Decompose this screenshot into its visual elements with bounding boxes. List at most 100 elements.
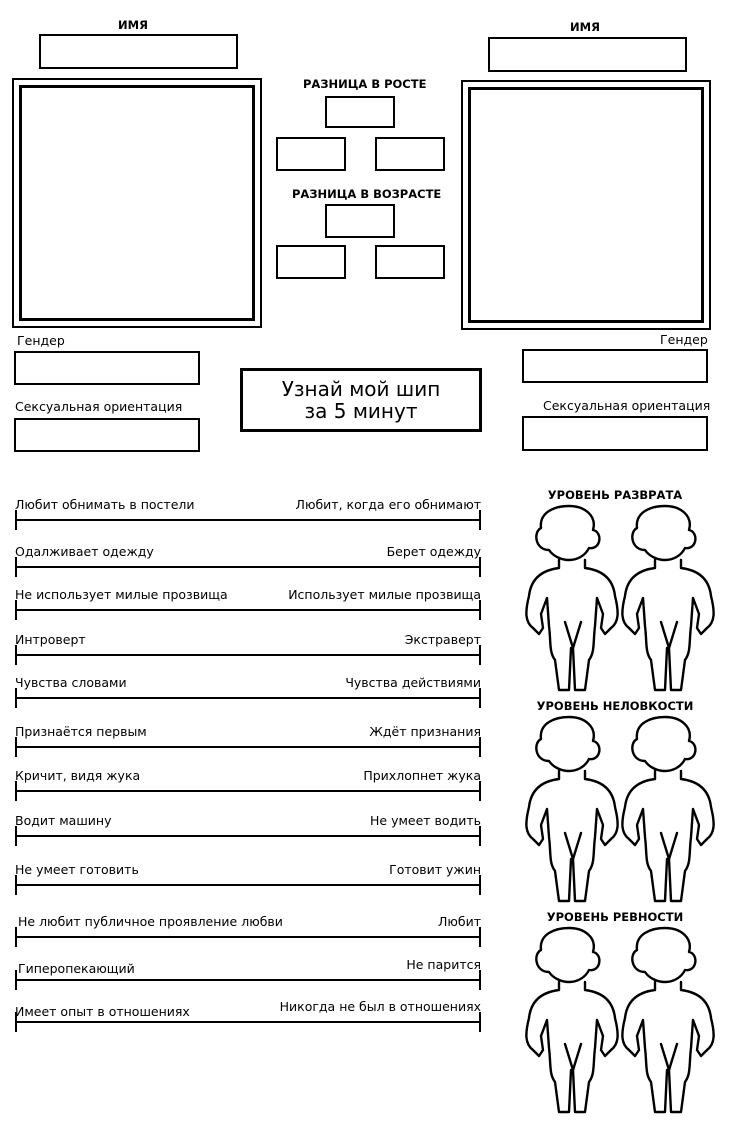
scale-row[interactable]: Одалживает одежду Берет одежду xyxy=(15,544,481,588)
scale-row[interactable]: Любит обнимать в постели Любит, когда ег… xyxy=(15,497,481,541)
figure-pair-icon xyxy=(525,504,715,692)
scale-right-label: Любит xyxy=(437,914,481,929)
scale-line[interactable] xyxy=(15,519,481,521)
right-photo-frame[interactable] xyxy=(461,80,711,330)
scale-left-label: Не умеет готовить xyxy=(15,862,139,877)
scale-row[interactable]: Чувства словами Чувства действиями xyxy=(15,675,481,719)
scale-left-label: Не любит публичное проявление любви xyxy=(18,914,283,929)
scale-left-label: Признаётся первым xyxy=(15,724,147,739)
level-block: УРОВЕНЬ НЕЛОВКОСТИ xyxy=(515,699,715,909)
scale-left-label: Имеет опыт в отношениях xyxy=(15,1004,190,1019)
scale-right-label: Чувства действиями xyxy=(345,675,481,690)
scale-left-label: Гиперопекающий xyxy=(18,961,135,976)
scale-right-label: Ждёт признания xyxy=(369,724,481,739)
age-diff-label: РАЗНИЦА В ВОЗРАСТЕ xyxy=(292,187,442,201)
scale-left-label: Кричит, видя жука xyxy=(15,768,141,783)
scale-row[interactable]: Водит машину Не умеет водить xyxy=(15,813,481,857)
right-gender-field[interactable] xyxy=(522,349,708,383)
scale-right-label: Не умеет водить xyxy=(370,813,481,828)
scale-right-tick xyxy=(479,737,481,757)
scale-right-tick xyxy=(479,927,481,947)
age-left-field[interactable] xyxy=(276,245,346,279)
figure-right-outline xyxy=(621,504,715,692)
height-right-field[interactable] xyxy=(375,137,445,171)
scale-left-label: Одалживает одежду xyxy=(15,544,154,559)
level-title: УРОВЕНЬ РАЗВРАТА xyxy=(547,488,683,502)
scale-line[interactable] xyxy=(15,1021,481,1023)
left-orientation-field[interactable] xyxy=(14,418,200,452)
scale-right-label: Готовит ужин xyxy=(389,862,481,877)
scale-right-tick xyxy=(479,600,481,620)
left-photo-inner-frame xyxy=(19,85,255,321)
scale-line[interactable] xyxy=(15,884,481,886)
scale-row[interactable]: Имеет опыт в отношениях Никогда не был в… xyxy=(15,999,481,1043)
figure-pair-icon xyxy=(525,926,715,1114)
scale-right-tick xyxy=(479,557,481,577)
scale-line[interactable] xyxy=(15,746,481,748)
scale-right-tick xyxy=(479,1012,481,1032)
left-name-field[interactable] xyxy=(39,34,238,69)
figure-left-outline xyxy=(525,926,619,1114)
scale-left-label: Не использует милые прозвища xyxy=(15,587,228,602)
scale-right-tick xyxy=(479,510,481,530)
scale-row[interactable]: Гиперопекающий Не парится xyxy=(15,957,481,1001)
scale-line[interactable] xyxy=(15,609,481,611)
scale-row[interactable]: Не любит публичное проявление любви Люби… xyxy=(15,914,481,958)
scale-right-label: Любит, когда его обнимают xyxy=(295,497,481,512)
left-gender-label: Гендер xyxy=(17,333,65,348)
left-gender-field[interactable] xyxy=(14,351,200,385)
page-title: Узнай мой шип за 5 минут xyxy=(240,368,482,432)
age-diff-field[interactable] xyxy=(325,204,395,238)
figure-left-outline xyxy=(525,715,619,903)
scale-line[interactable] xyxy=(15,835,481,837)
age-right-field[interactable] xyxy=(375,245,445,279)
scale-row[interactable]: Не умеет готовить Готовит ужин xyxy=(15,862,481,906)
figure-right-outline xyxy=(621,715,715,903)
right-orientation-field[interactable] xyxy=(522,416,708,451)
scale-right-tick xyxy=(479,970,481,990)
scale-right-tick xyxy=(479,875,481,895)
scale-line[interactable] xyxy=(15,654,481,656)
scale-right-label: Не парится xyxy=(406,957,481,972)
scale-right-label: Берет одежду xyxy=(386,544,481,559)
scale-right-label: Никогда не был в отношениях xyxy=(279,999,481,1014)
figure-pair-icon xyxy=(525,715,715,903)
scale-right-label: Прихлопнет жука xyxy=(363,768,481,783)
scale-row[interactable]: Интроверт Экстраверт xyxy=(15,632,481,676)
scale-left-label: Чувства словами xyxy=(15,675,127,690)
scale-line[interactable] xyxy=(15,697,481,699)
right-name-field[interactable] xyxy=(488,37,687,72)
scale-line[interactable] xyxy=(15,936,481,938)
scale-right-tick xyxy=(479,826,481,846)
scale-left-label: Любит обнимать в постели xyxy=(15,497,195,512)
level-title: УРОВЕНЬ НЕЛОВКОСТИ xyxy=(536,699,694,713)
height-diff-field[interactable] xyxy=(325,96,395,128)
scale-row[interactable]: Кричит, видя жука Прихлопнет жука xyxy=(15,768,481,812)
left-name-label: ИМЯ xyxy=(118,18,148,32)
left-orientation-label: Сексуальная ориентация xyxy=(15,399,183,414)
scale-left-label: Водит машину xyxy=(15,813,112,828)
right-name-label: ИМЯ xyxy=(570,20,600,34)
level-block: УРОВЕНЬ РАЗВРАТА xyxy=(515,488,715,698)
scale-right-tick xyxy=(479,781,481,801)
scale-row[interactable]: Не использует милые прозвища Использует … xyxy=(15,587,481,631)
height-left-field[interactable] xyxy=(276,137,346,171)
scale-row[interactable]: Признаётся первым Ждёт признания xyxy=(15,724,481,768)
right-gender-label: Гендер xyxy=(660,332,708,347)
scale-line[interactable] xyxy=(15,979,481,981)
scale-right-label: Использует милые прозвища xyxy=(288,587,481,602)
height-diff-label: РАЗНИЦА В РОСТЕ xyxy=(303,77,427,91)
level-block: УРОВЕНЬ РЕВНОСТИ xyxy=(515,910,715,1120)
title-line-2: за 5 минут xyxy=(304,399,418,423)
scale-left-label: Интроверт xyxy=(15,632,86,647)
scale-line[interactable] xyxy=(15,790,481,792)
right-photo-inner-frame xyxy=(468,87,704,323)
scale-right-label: Экстраверт xyxy=(404,632,481,647)
scale-right-tick xyxy=(479,645,481,665)
scale-line[interactable] xyxy=(15,566,481,568)
figure-left-outline xyxy=(525,504,619,692)
left-photo-frame[interactable] xyxy=(12,78,262,328)
title-line-1: Узнай мой шип xyxy=(281,377,441,401)
scale-right-tick xyxy=(479,688,481,708)
right-orientation-label: Сексуальная ориентация xyxy=(543,398,711,413)
